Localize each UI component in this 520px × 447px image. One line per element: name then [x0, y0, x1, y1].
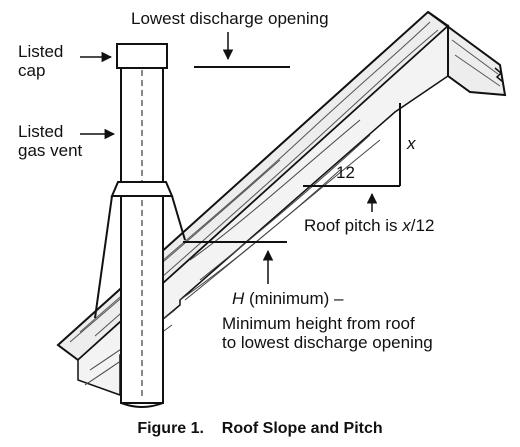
figure-caption: Figure 1. Roof Slope and Pitch [0, 420, 520, 438]
height-description-line1: Minimum height from roof [222, 314, 415, 333]
figure-title: Roof Slope and Pitch [221, 420, 383, 437]
height-minimum-label: H (minimum) – [232, 289, 343, 308]
roof-pitch-expr: x [402, 216, 411, 235]
pitch-run-label: 12 [336, 163, 355, 182]
listed-cap-label-line2: cap [18, 61, 46, 80]
roof-pitch-suffix: /12 [410, 216, 435, 235]
pitch-triangle [303, 103, 401, 187]
listed-gas-vent-label-line1: Listed [18, 122, 64, 141]
listed-gas-vent-label-line2: gas vent [18, 141, 83, 160]
flashing-collar [94, 181, 186, 319]
roof-pitch-label: Roof pitch is x/12 [304, 216, 434, 235]
lowest-discharge-label: Lowest discharge opening [131, 9, 329, 28]
listed-cap-label-line1: Listed [18, 42, 64, 61]
rafter-end [427, 11, 507, 97]
vent-cap [116, 43, 168, 69]
height-minimum-text: (minimum) – [244, 289, 344, 308]
pitch-rise-label: x [407, 134, 416, 153]
height-description-line2: to lowest discharge opening [222, 333, 433, 352]
gas-vent-pipe [120, 67, 164, 408]
figure-label: Figure 1. [137, 420, 204, 437]
height-symbol: H [232, 289, 245, 308]
roof-pitch-prefix: Roof pitch is [304, 216, 403, 235]
